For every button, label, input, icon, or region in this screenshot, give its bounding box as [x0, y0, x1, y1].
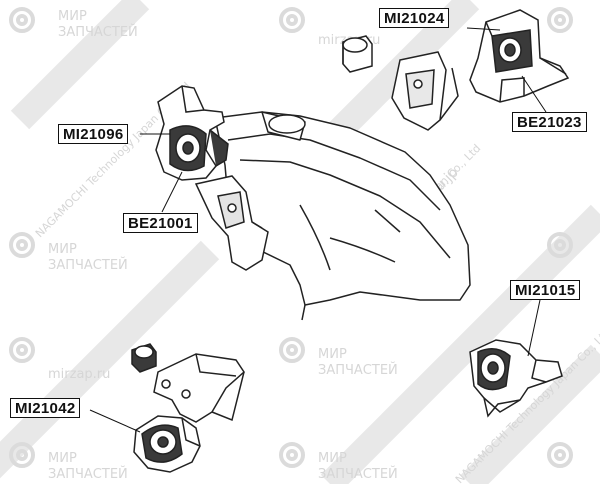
watermark-zapchastei: ЗАПЧАСТЕЙ [58, 24, 138, 40]
callout-mi21096: MI21096 [58, 124, 129, 144]
bracket-part-top [391, 51, 459, 131]
engine-block-drawing [214, 111, 471, 321]
leader-mi21015 [527, 299, 541, 357]
watermark-site-ru: mirzap.ru [48, 367, 110, 382]
watermark-zapchastei: ЗАПЧАСТЕЙ [318, 466, 398, 482]
leader-mi21024 [466, 27, 501, 31]
leader-be21023 [521, 75, 547, 113]
callout-mi21024: MI21024 [379, 8, 450, 28]
mount-mi21015-drawing [469, 339, 563, 418]
watermark-zapchastei: ЗАПЧАСТЕЙ [48, 466, 128, 482]
leader-lines [89, 27, 547, 433]
mount-mi21024-drawing [469, 9, 570, 103]
callout-be21023: BE21023 [512, 112, 587, 132]
callout-mi21015: MI21015 [510, 280, 581, 300]
bushing-part-top [342, 35, 373, 73]
bracket-be21001-drawing [194, 175, 269, 271]
watermark-zapchastei: ЗАПЧАСТЕЙ [48, 257, 128, 273]
watermark-mir: МИР [318, 451, 347, 466]
leader-mi21042 [89, 409, 141, 433]
watermark-mir: МИР [48, 242, 77, 257]
watermark-mir: МИР [318, 347, 347, 362]
watermark-zapchastei: ЗАПЧАСТЕЙ [318, 362, 398, 378]
watermark-mir: МИР [58, 9, 87, 24]
callout-mi21042: MI21042 [10, 398, 81, 418]
leader-be21001 [161, 171, 183, 213]
mount-mi21042-drawing [133, 415, 201, 473]
bracket-part-bottom [153, 353, 245, 423]
bushing-part-bottom [131, 343, 157, 373]
callout-be21001: BE21001 [123, 213, 198, 233]
watermark-mir: МИР [48, 451, 77, 466]
mount-mi21096-drawing [155, 85, 229, 181]
